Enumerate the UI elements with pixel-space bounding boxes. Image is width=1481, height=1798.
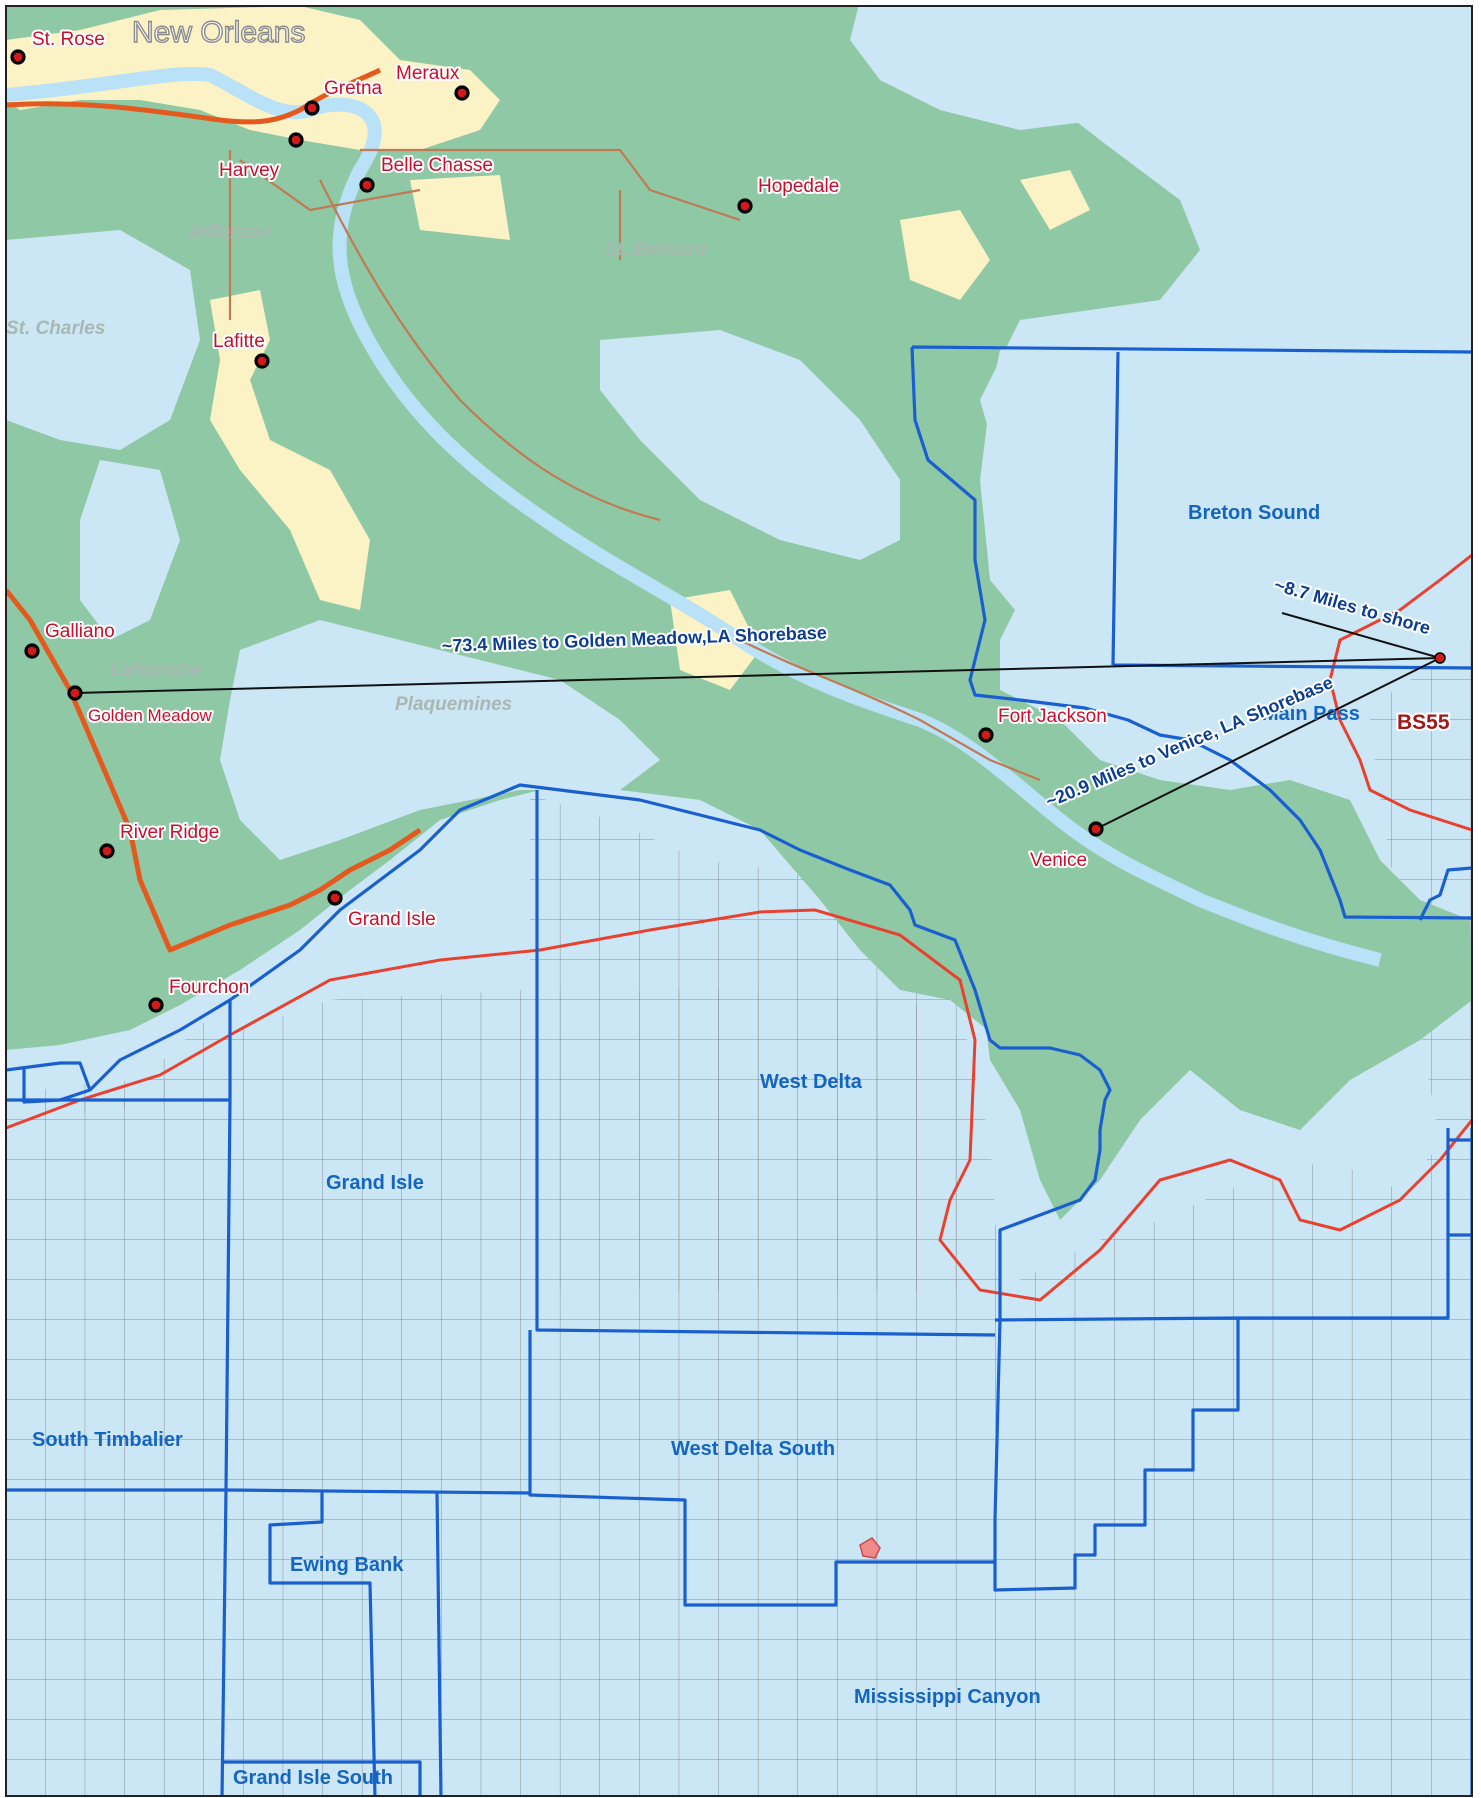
parish-label-lafourche: Lafourche [110,660,202,681]
town-label-golden-meadow: Golden Meadow [88,706,213,725]
lease-grid-west [6,1000,230,1120]
town-marker-grand-isle[interactable] [327,890,343,906]
lease-polygon [859,1537,881,1559]
block-label-bs55: BS55 [1397,711,1450,734]
town-marker-fort-jackson[interactable] [978,727,994,743]
lake-salvador [6,230,200,450]
area-label-grand-isle: Grand Isle [326,1172,424,1194]
block-border-west-delta [225,790,996,1607]
town-label-fourchon: Fourchon [169,977,249,998]
block-border-breton [910,345,1472,920]
town-label-lafitte: Lafitte [213,331,265,352]
town-label-fort-jackson: Fort Jackson [998,706,1107,727]
town-marker-gretna[interactable] [304,100,320,116]
urban-venice [900,210,990,300]
town-label-gretna: Gretna [324,78,383,99]
town-marker-river-ridge[interactable] [99,843,115,859]
lease-grid [6,990,1472,1796]
parish-label-jefferson: Jefferson [186,222,271,243]
area-label-south-timbalier: South Timbalier [32,1429,183,1451]
town-label-galliano: Galliano [45,621,115,642]
area-label-breton-sound: Breton Sound [1188,502,1320,524]
city-label-new-orleans: New Orleans [132,16,305,49]
road-network [228,148,1041,782]
town-marker-harvey[interactable] [288,132,304,148]
parish-label-st-charles: St. Charles [6,318,105,339]
town-label-grand-isle-town: Grand Isle [348,909,436,930]
distance-line-golden-meadow [74,657,1441,694]
town-label-hopedale: Hopedale [758,176,839,197]
land-delta [960,760,1472,1220]
bay-sable [80,460,180,640]
distance-line-shore [1281,612,1441,659]
state-boundary [6,908,1472,1302]
urban-belle-chasse [410,175,510,240]
town-marker-galliano[interactable] [24,643,40,659]
area-label-mississippi-canyon: Mississippi Canyon [854,1686,1041,1708]
block-border-ewing [220,1489,443,1796]
bay-chandeleur [600,330,900,560]
town-label-river-ridge: River Ridge [120,822,219,843]
town-label-harvey: Harvey [219,160,280,181]
area-label-ewing-bank: Ewing Bank [290,1554,404,1576]
area-label-main-pass: Main Pass [1262,703,1360,725]
area-label-grand-isle-south: Grand Isle South [233,1767,393,1789]
town-label-st-rose: St. Rose [32,29,105,50]
town-marker-belle-chasse[interactable] [359,177,375,193]
block-border-east-notch [1418,866,1472,921]
map-frame [5,5,1473,1797]
town-marker-meraux[interactable] [454,85,470,101]
town-marker-lafitte[interactable] [254,353,270,369]
distance-line-venice [1095,657,1441,830]
bay-mississippi-sound [1100,6,1472,300]
state-boundary-east [1328,553,1472,832]
town-marker-golden-meadow[interactable] [67,685,83,701]
town-label-belle-chasse: Belle Chasse [381,155,493,176]
area-label-west-delta-south: West Delta South [671,1438,835,1460]
urban-lafitte [210,290,370,610]
area-label-west-delta: West Delta [760,1071,863,1093]
bs55-marker[interactable] [1434,652,1446,664]
town-label-meraux: Meraux [396,63,460,84]
town-marker-hopedale[interactable] [737,198,753,214]
town-marker-st-rose[interactable] [10,49,26,65]
block-border-south-east [993,1128,1472,1592]
town-marker-fourchon[interactable] [148,997,164,1013]
town-label-venice: Venice [1030,850,1087,871]
bay-breton [980,300,1472,720]
town-marker-venice[interactable] [1088,821,1104,837]
parish-label-plaquemines: Plaquemines [395,694,512,715]
urban-patch-east [1020,170,1090,230]
block-border-coast [6,783,1112,1521]
highway-new-orleans [6,67,382,125]
parish-label-st-bernard: St. Bernard [604,239,707,260]
